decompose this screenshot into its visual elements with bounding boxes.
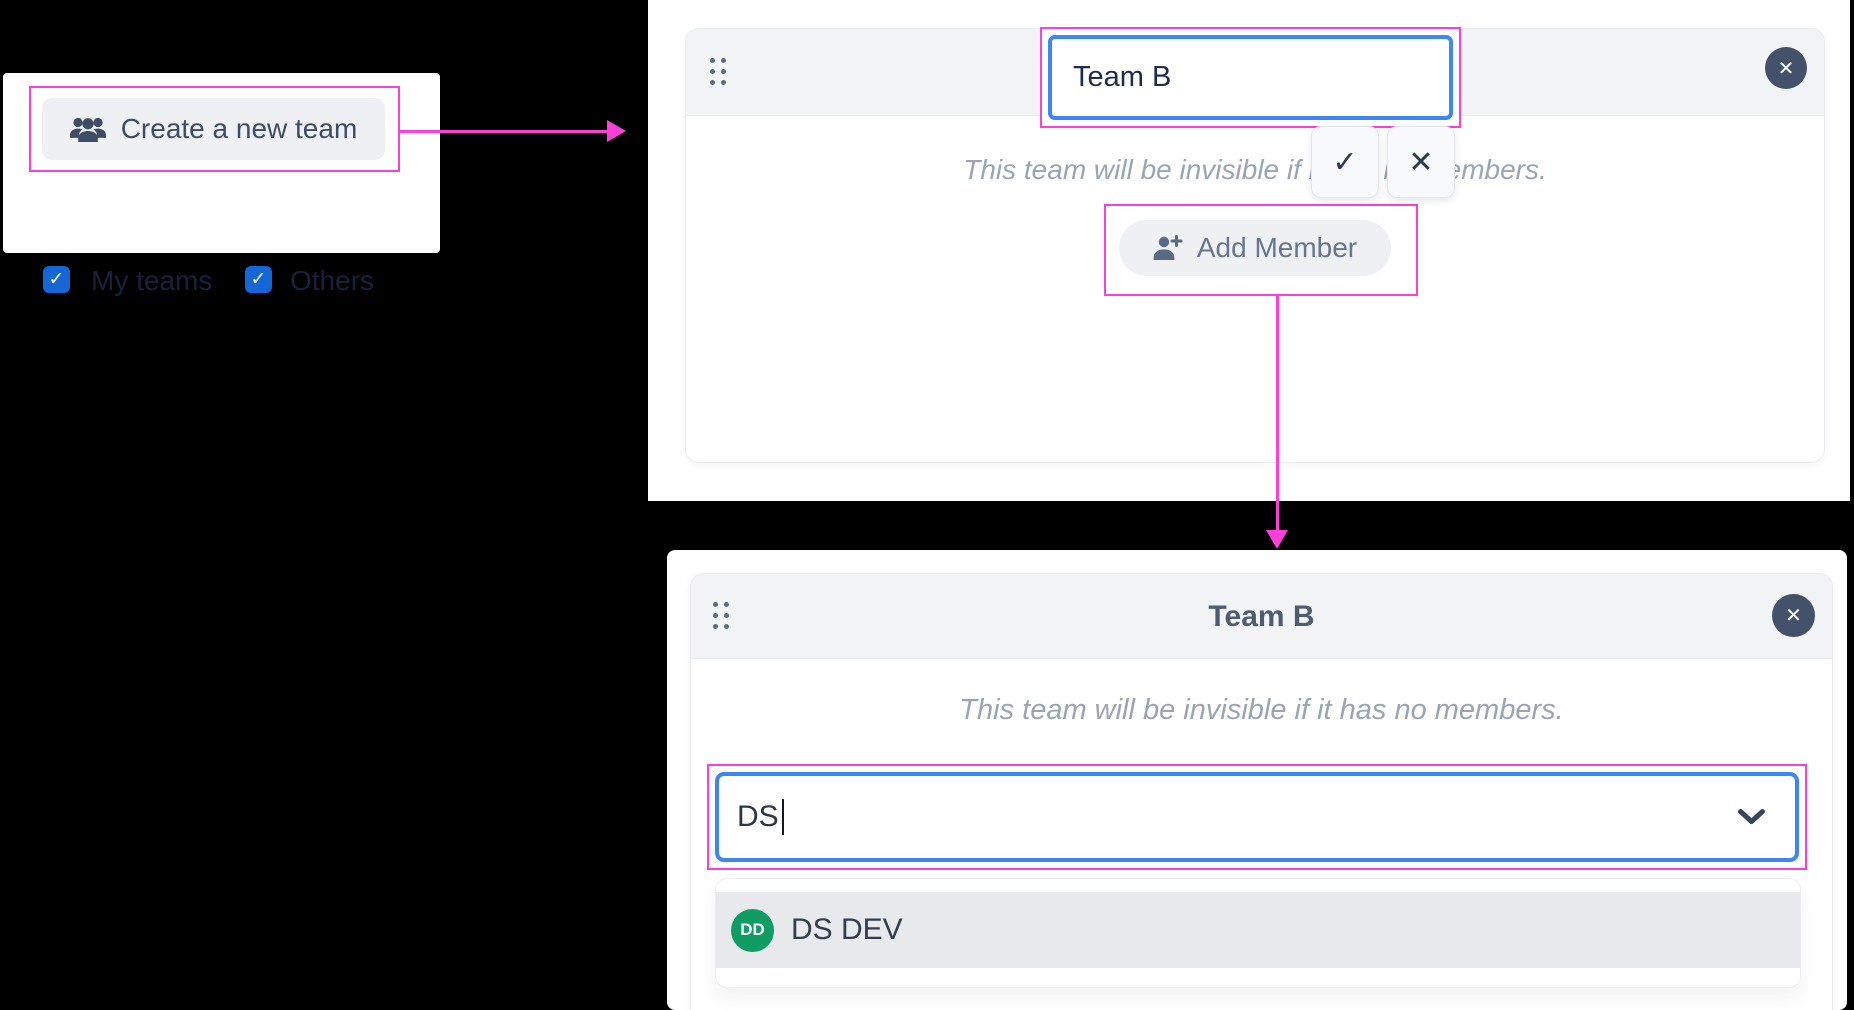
my-teams-checkbox[interactable]: ✓ [43,266,70,293]
team-name-highlight-box: Team B [1040,27,1461,128]
member-suggestion-item[interactable]: DD DS DEV [716,892,1800,968]
add-member-highlight-box: Add Member [1104,204,1418,296]
add-member-button-label: Add Member [1196,232,1358,263]
close-team-card-button[interactable]: ✕ [1772,594,1815,637]
annotation-arrow-right-line [399,130,607,133]
create-team-button[interactable]: Create a new team [42,98,385,160]
annotation-arrow-right-head [607,120,626,142]
team-name-input-value: Team B [1073,61,1172,93]
annotation-arrow-down-line [1276,295,1279,530]
team-card-header [691,574,1832,659]
close-icon: ✕ [1777,57,1795,80]
cancel-name-button[interactable]: ✕ [1387,126,1455,198]
empty-team-note: This team will be invisible if it has no… [963,154,1547,185]
team-card-add-member: Team B ✕ This team will be invisible if … [690,573,1833,1010]
team-name-input[interactable]: Team B [1048,35,1453,120]
add-member-button[interactable]: Add Member [1119,220,1391,276]
member-avatar: DD [731,908,774,952]
team-title: Team B [1208,599,1315,633]
team-filters-row: ✓ My teams ✓ Others [3,259,440,299]
drag-handle-icon[interactable] [710,58,726,85]
create-team-button-label: Create a new team [120,113,358,144]
check-icon: ✓ [48,269,65,290]
team-card-editing: Team B ✕ ✓ ✕ This team will be invisible… [685,27,1825,463]
person-plus-icon [1153,234,1184,262]
create-team-highlight-box [29,86,400,172]
close-icon: ✕ [1408,145,1434,179]
people-group-icon [69,114,106,145]
others-checkbox[interactable]: ✓ [245,266,272,293]
member-search-highlight-box: DS [707,764,1807,870]
member-search-value: DS [737,800,779,833]
member-suggestions-dropdown: DD DS DEV [715,878,1801,988]
teams-filter-panel: Create a new team ✓ My teams ✓ Others [3,73,440,295]
my-teams-checkbox-label: My teams [91,265,213,296]
close-icon: ✕ [1785,605,1802,627]
others-checkbox-label: Others [290,265,375,296]
team-edit-screen: Team B ✕ ✓ ✕ This team will be invisible… [648,0,1850,501]
chevron-down-icon[interactable] [1738,809,1765,825]
annotation-arrow-down-head [1266,530,1288,549]
member-name: DS DEV [791,913,903,946]
add-member-screen: Team B ✕ This team will be invisible if … [667,550,1847,1010]
member-search-input[interactable]: DS [715,772,1799,862]
drag-handle-icon[interactable] [713,602,729,629]
close-team-card-button[interactable]: ✕ [1765,47,1807,89]
confirm-name-button[interactable]: ✓ [1311,126,1379,198]
check-icon: ✓ [250,269,267,290]
check-icon: ✓ [1332,145,1358,179]
text-cursor [781,799,784,835]
empty-team-note: This team will be invisible if it has no… [959,694,1564,726]
